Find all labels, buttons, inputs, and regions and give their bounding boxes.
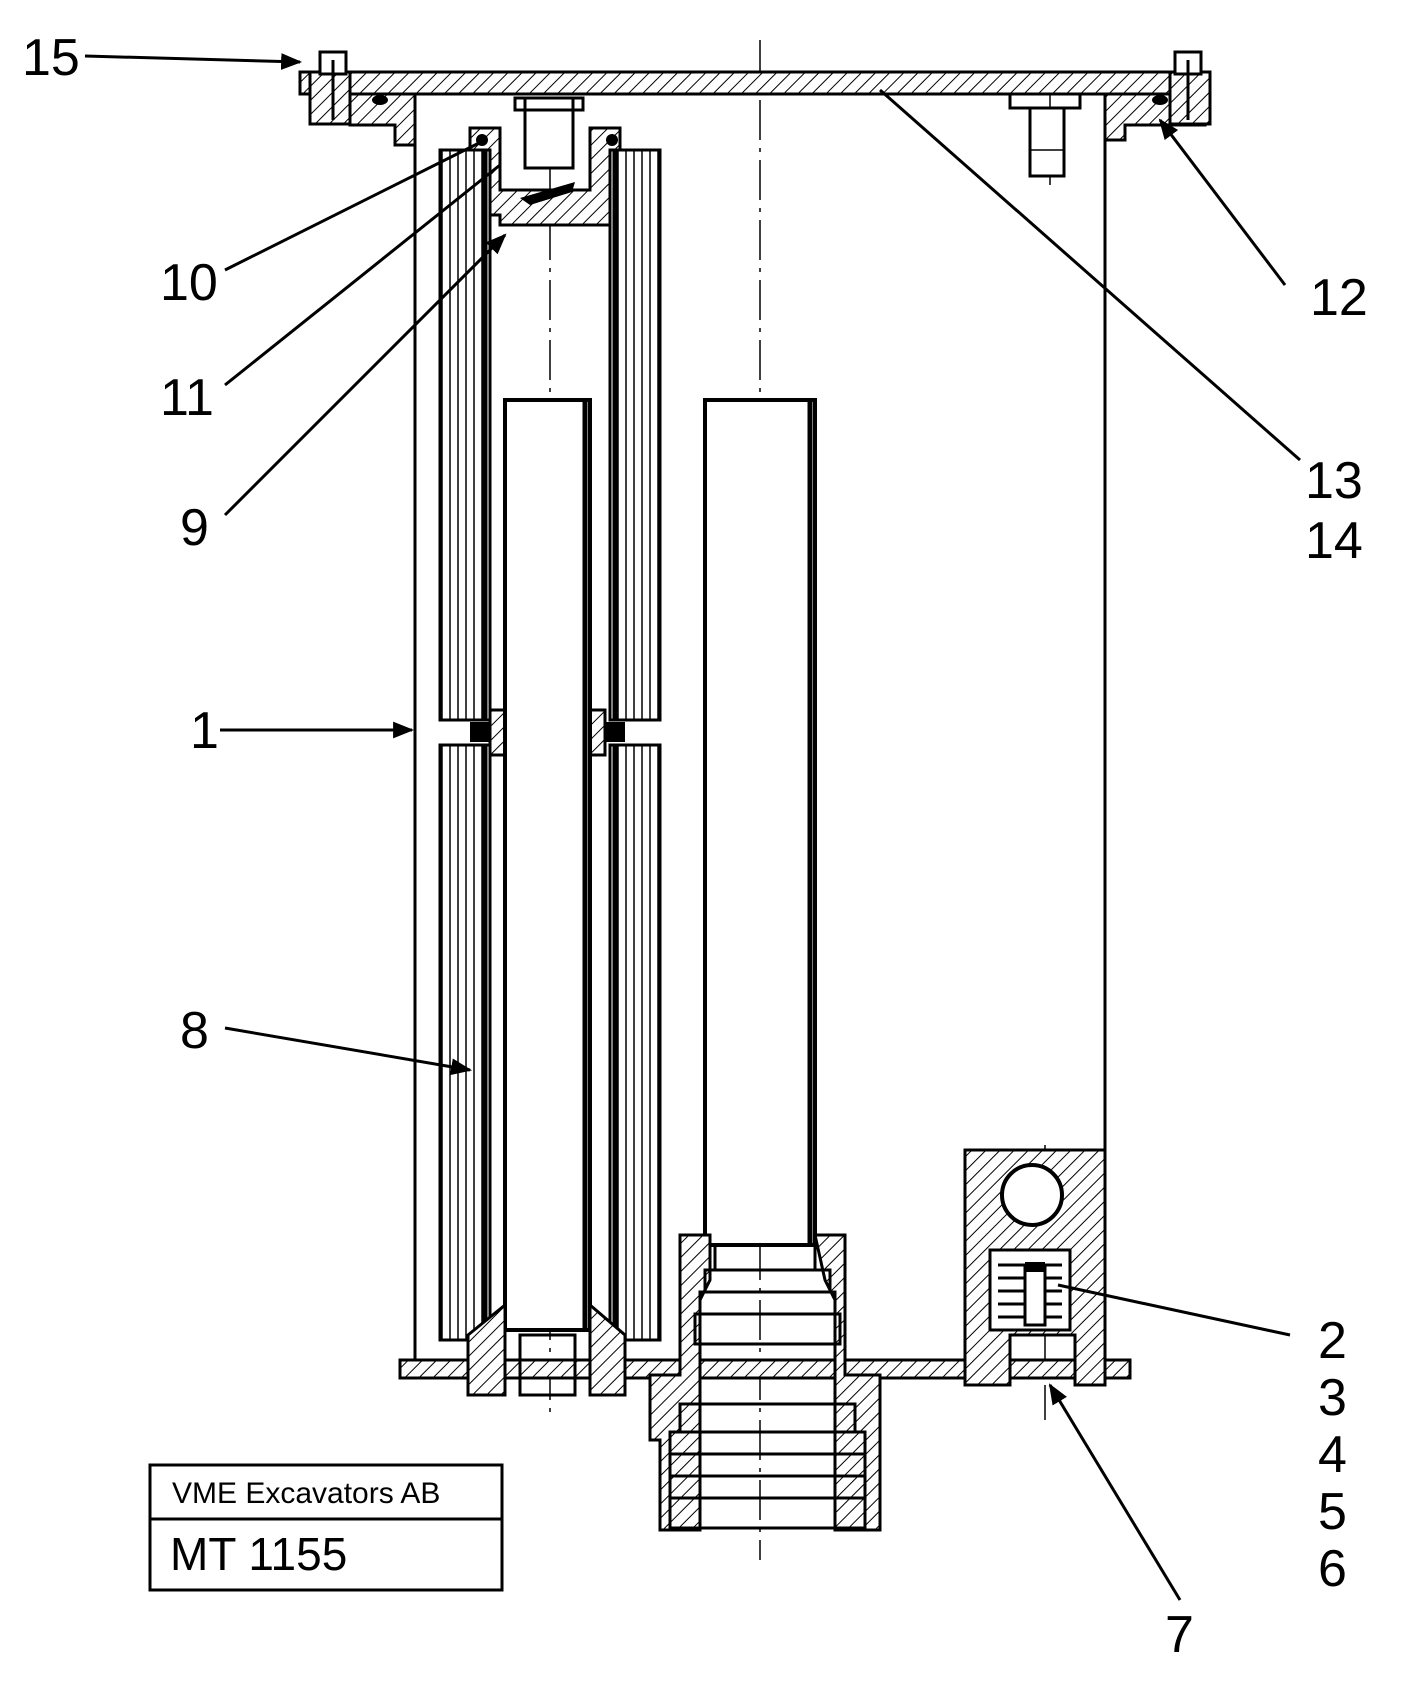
- outlet-fitting: [648, 1233, 882, 1532]
- bypass-valve: [963, 1148, 1107, 1387]
- title-stamp: VME Excavators AB MT 1155: [148, 1463, 504, 1592]
- callout-12: 12: [1310, 269, 1368, 327]
- filter-element-upper: [438, 148, 662, 722]
- callout-9: 9: [180, 499, 209, 557]
- callout-3: 3: [1318, 1369, 1347, 1427]
- stamp-code: MT 1155: [170, 1528, 347, 1580]
- callout-6: 6: [1318, 1540, 1347, 1598]
- callout-11: 11: [160, 369, 214, 427]
- callout-labels: 15 10 11 9 12 13 14 1 8 2 3 4 5 6 7: [22, 29, 1368, 1664]
- top-cover: [298, 50, 1212, 147]
- callout-13: 13: [1305, 452, 1363, 510]
- callout-14: 14: [1305, 512, 1363, 570]
- callout-4: 4: [1318, 1426, 1347, 1484]
- middle-seal: [470, 708, 625, 757]
- leader-lines: [84, 53, 1301, 1601]
- outlet-standpipe: [703, 398, 817, 1247]
- callout-10: 10: [160, 254, 218, 312]
- center-tube: [503, 398, 592, 1332]
- filter-element-lower: [438, 743, 662, 1342]
- callout-2: 2: [1318, 1312, 1347, 1370]
- stamp-company: VME Excavators AB: [172, 1477, 440, 1510]
- top-valve: [468, 96, 622, 227]
- bottom-holder: [466, 1301, 627, 1397]
- callout-7: 7: [1165, 1606, 1194, 1664]
- callout-8: 8: [180, 1002, 209, 1060]
- cover-pin: [1008, 92, 1082, 178]
- callout-15: 15: [22, 29, 80, 87]
- callout-1: 1: [190, 702, 219, 760]
- callout-5: 5: [1318, 1483, 1347, 1541]
